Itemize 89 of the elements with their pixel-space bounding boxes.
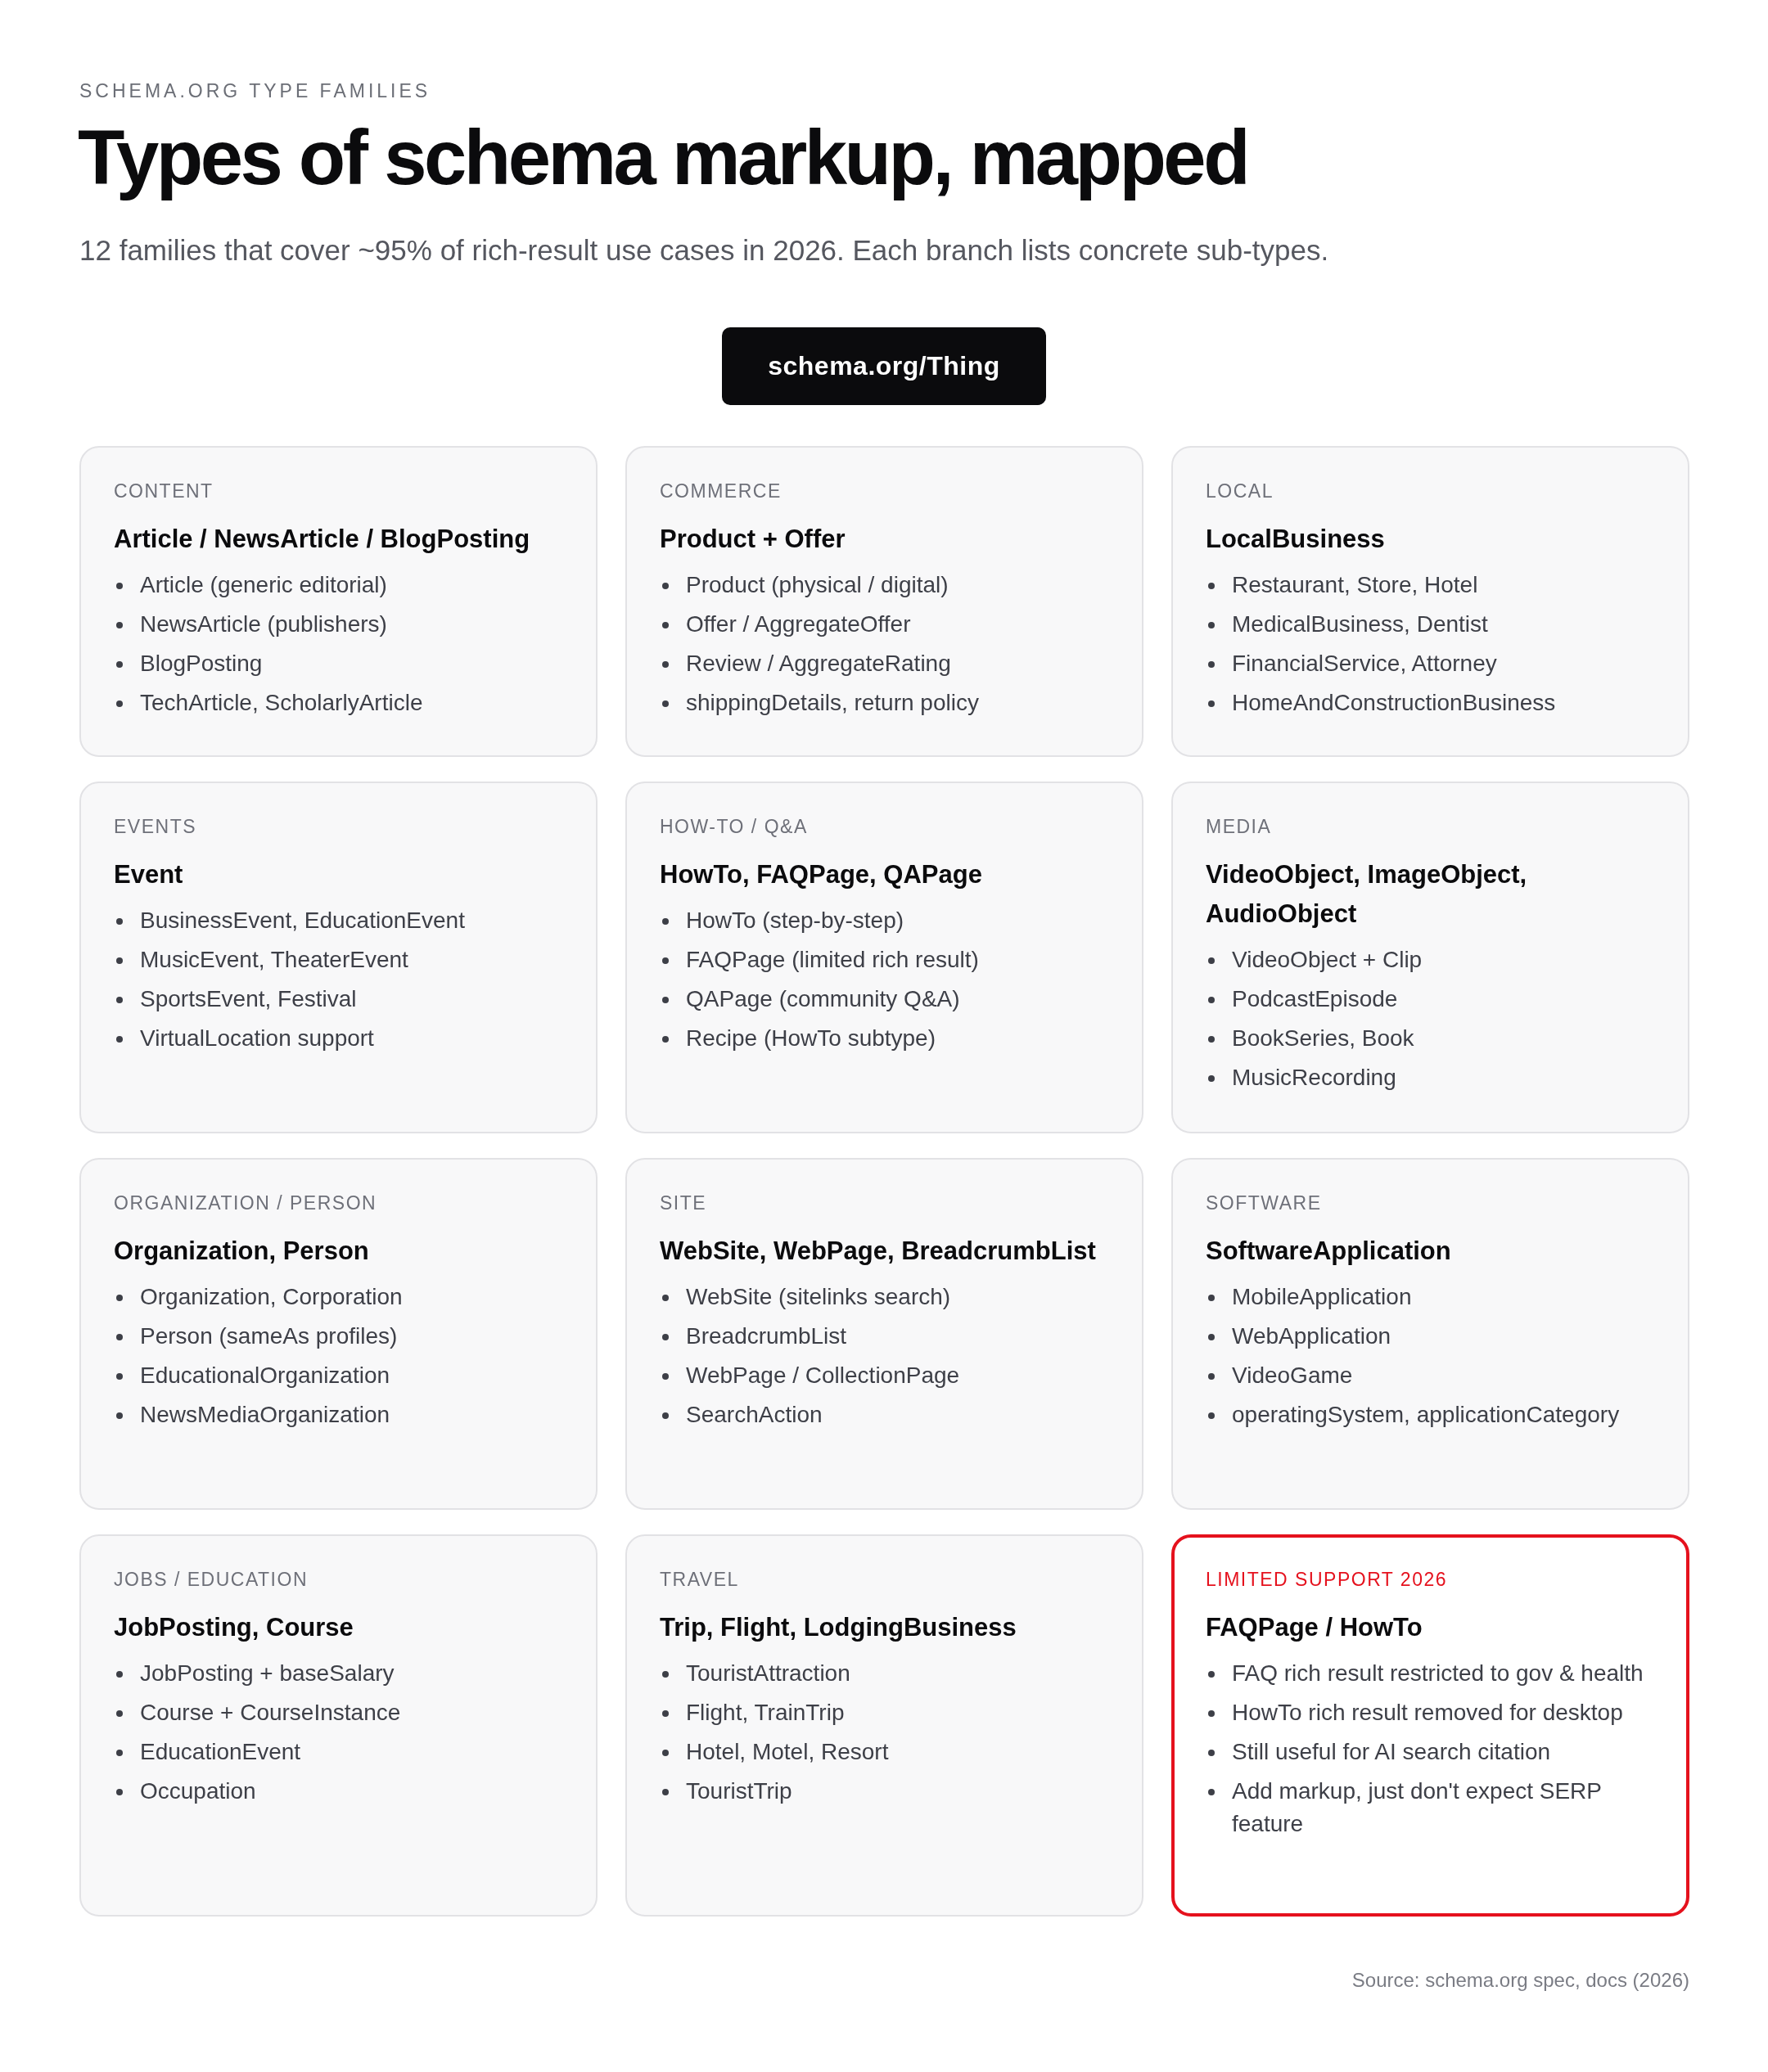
type-card	[79, 1534, 598, 1917]
bullet-item: BlogPosting	[114, 647, 263, 680]
bullet-item: EducationalOrganization	[114, 1359, 390, 1392]
card-heading: SoftwareApplication	[1206, 1236, 1451, 1267]
bullet-item: VideoObject + Clip	[1206, 944, 1423, 976]
type-card	[79, 446, 598, 757]
bullet-item: TouristTrip	[660, 1775, 792, 1808]
category-label: CONTENT	[114, 480, 214, 503]
category-label: EVENTS	[114, 815, 197, 839]
bullet-item: WebApplication	[1206, 1320, 1391, 1353]
bullet-item: Offer / AggregateOffer	[660, 608, 911, 641]
bullet-item: FinancialService, Attorney	[1206, 647, 1497, 680]
bullet-item: Hotel, Motel, Resort	[660, 1736, 889, 1768]
bullet-item: shippingDetails, return policy	[660, 687, 979, 719]
category-label: JOBS / EDUCATION	[114, 1568, 308, 1592]
category-label: LOCAL	[1206, 480, 1274, 503]
bullet-item: Flight, TrainTrip	[660, 1696, 845, 1729]
card-heading: HowTo, FAQPage, QAPage	[660, 859, 982, 890]
card-heading: JobPosting, Course	[114, 1612, 354, 1643]
bullet-item: HowTo rich result removed for desktop	[1206, 1696, 1623, 1729]
bullet-item: Organization, Corporation	[114, 1281, 403, 1313]
type-card	[79, 782, 598, 1133]
bullet-item: JobPosting + baseSalary	[114, 1657, 395, 1690]
bullet-item: BreadcrumbList	[660, 1320, 847, 1353]
bullet-item: FAQ rich result restricted to gov & health	[1206, 1657, 1644, 1690]
type-card	[1171, 1158, 1689, 1510]
type-card	[625, 782, 1143, 1133]
bullet-item: HomeAndConstructionBusiness	[1206, 687, 1556, 719]
eyebrow-label: SCHEMA.ORG TYPE FAMILIES	[79, 80, 431, 102]
card-heading: Organization, Person	[114, 1236, 369, 1267]
bullet-item: VideoGame	[1206, 1359, 1353, 1392]
type-card	[1171, 782, 1689, 1133]
bullet-item: WebSite (sitelinks search)	[660, 1281, 951, 1313]
bullet-item: Add markup, just don't expect SERP feature	[1206, 1775, 1655, 1840]
bullet-item: SportsEvent, Festival	[114, 983, 357, 1016]
bullet-item: NewsMediaOrganization	[114, 1399, 390, 1431]
bullet-item: Occupation	[114, 1775, 256, 1808]
type-card	[1171, 446, 1689, 757]
warning-card	[1171, 1534, 1689, 1917]
card-heading: WebSite, WebPage, BreadcrumbList	[660, 1236, 1096, 1267]
card-heading: VideoObject, ImageObject, AudioObject	[1206, 859, 1528, 930]
card-heading: LocalBusiness	[1206, 524, 1385, 555]
card-heading: Product + Offer	[660, 524, 846, 555]
bullet-item: MobileApplication	[1206, 1281, 1412, 1313]
bullet-item: MusicEvent, TheaterEvent	[114, 944, 408, 976]
bullet-item: MusicRecording	[1206, 1061, 1396, 1094]
bullet-item: FAQPage (limited rich result)	[660, 944, 979, 976]
root-type-box: schema.org/Thing	[722, 327, 1046, 405]
bullet-item: Still useful for AI search citation	[1206, 1736, 1551, 1768]
bullet-item: TouristAttraction	[660, 1657, 850, 1690]
bullet-item: BusinessEvent, EducationEvent	[114, 904, 465, 937]
bullet-item: HowTo (step-by-step)	[660, 904, 904, 937]
type-card	[625, 446, 1143, 757]
category-label: SOFTWARE	[1206, 1191, 1322, 1215]
bullet-item: VirtualLocation support	[114, 1022, 374, 1055]
card-heading: Event	[114, 859, 183, 890]
title: Types of schema markup, mapped	[78, 115, 1248, 201]
bullet-item: Restaurant, Store, Hotel	[1206, 569, 1478, 601]
category-label: LIMITED SUPPORT 2026	[1206, 1568, 1448, 1592]
bullet-item: Product (physical / digital)	[660, 569, 949, 601]
subtitle: 12 families that cover ~95% of rich-result use cases in 2026. Each branch lists concrete sub-types.	[79, 234, 1329, 267]
type-card	[625, 1534, 1143, 1917]
category-label: ORGANIZATION / PERSON	[114, 1191, 377, 1215]
category-label: MEDIA	[1206, 815, 1272, 839]
bullet-item: QAPage (community Q&A)	[660, 983, 960, 1016]
bullet-item: TechArticle, ScholarlyArticle	[114, 687, 423, 719]
type-card	[625, 1158, 1143, 1510]
bullet-item: Person (sameAs profiles)	[114, 1320, 398, 1353]
category-label: TRAVEL	[660, 1568, 739, 1592]
bullet-item: Recipe (HowTo subtype)	[660, 1022, 936, 1055]
bullet-item: EducationEvent	[114, 1736, 301, 1768]
bullet-item: WebPage / CollectionPage	[660, 1359, 960, 1392]
bullet-item: operatingSystem, applicationCategory	[1206, 1399, 1620, 1431]
source-note: Source: schema.org spec, docs (2026)	[1351, 1969, 1689, 1992]
card-heading: Article / NewsArticle / BlogPosting	[114, 524, 530, 555]
category-label: COMMERCE	[660, 480, 782, 503]
bullet-item: MedicalBusiness, Dentist	[1206, 608, 1488, 641]
bullet-item: Article (generic editorial)	[114, 569, 387, 601]
category-label: SITE	[660, 1191, 707, 1215]
bullet-item: Review / AggregateRating	[660, 647, 951, 680]
bullet-item: SearchAction	[660, 1399, 823, 1431]
bullet-item: NewsArticle (publishers)	[114, 608, 387, 641]
card-heading: Trip, Flight, LodgingBusiness	[660, 1612, 1017, 1643]
bullet-item: PodcastEpisode	[1206, 983, 1398, 1016]
bullet-item: BookSeries, Book	[1206, 1022, 1414, 1055]
card-heading: FAQPage / HowTo	[1206, 1612, 1423, 1643]
type-card	[79, 1158, 598, 1510]
category-label: HOW-TO / Q&A	[660, 815, 808, 839]
bullet-item: Course + CourseInstance	[114, 1696, 401, 1729]
